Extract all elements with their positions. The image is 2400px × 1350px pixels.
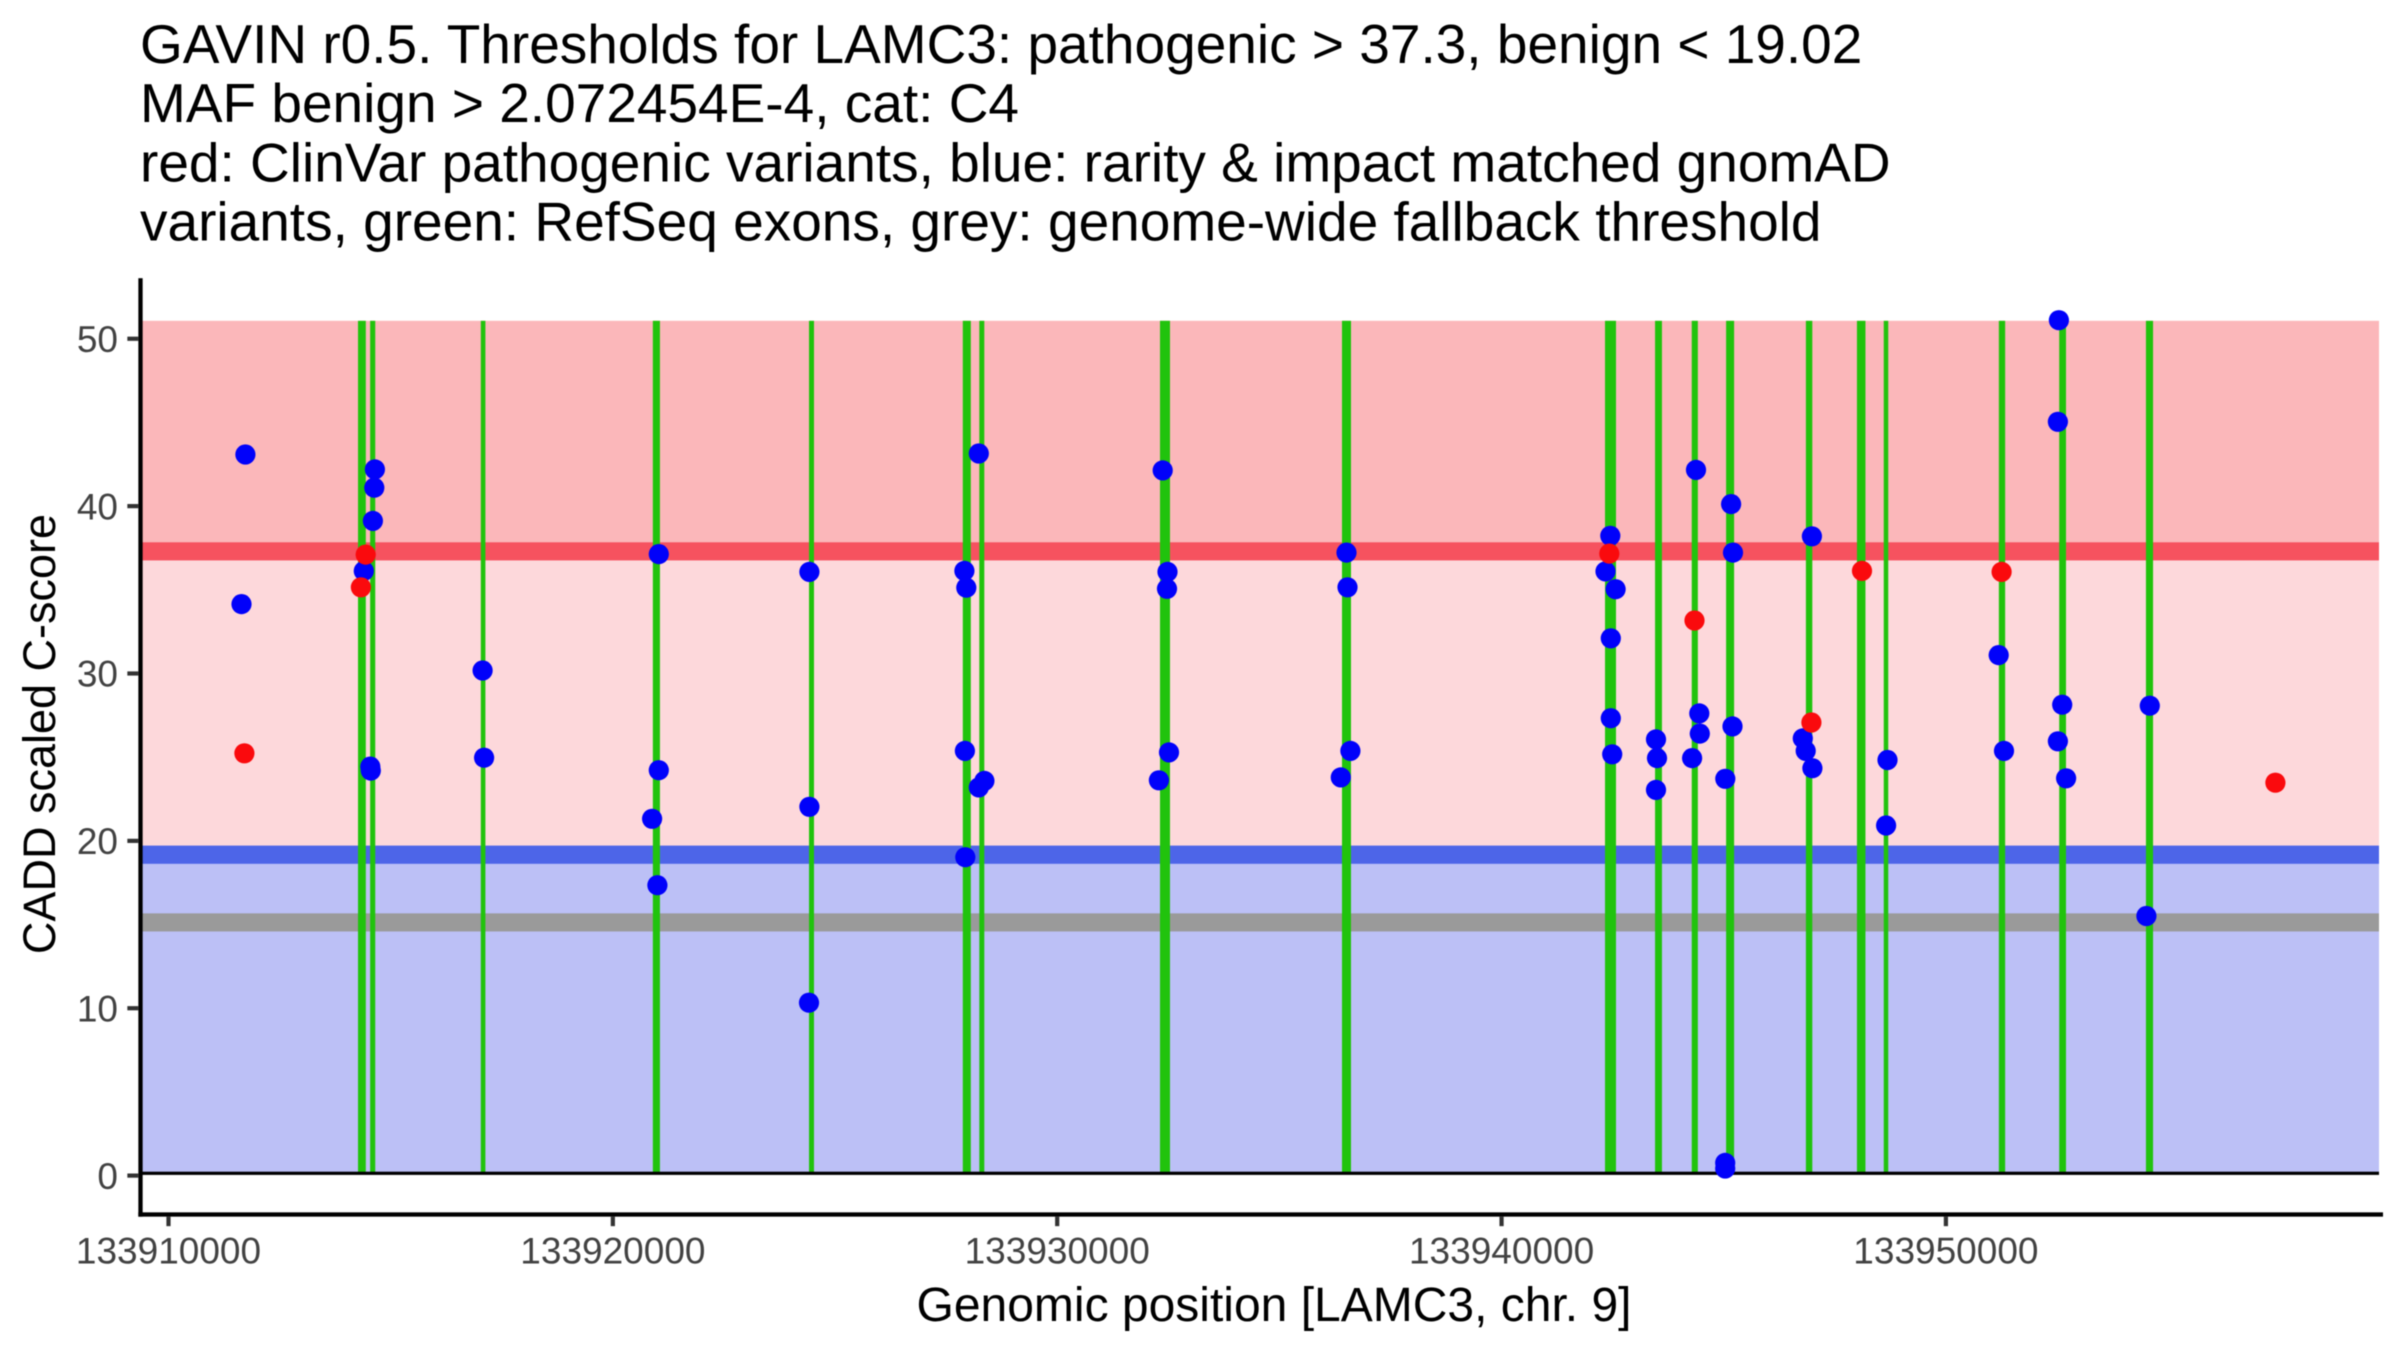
svg-text:MAF benign > 2.072454E-4, cat:: MAF benign > 2.072454E-4, cat: C4 (140, 72, 1019, 134)
svg-text:133910000: 133910000 (76, 1231, 261, 1272)
svg-text:133930000: 133930000 (965, 1231, 1150, 1272)
svg-text:0: 0 (97, 1156, 118, 1197)
svg-text:10: 10 (77, 988, 118, 1029)
svg-text:GAVIN r0.5. Thresholds for LAM: GAVIN r0.5. Thresholds for LAMC3: pathog… (140, 13, 1862, 75)
svg-text:133920000: 133920000 (520, 1231, 705, 1272)
svg-text:30: 30 (77, 654, 118, 695)
svg-text:CADD scaled C-score: CADD scaled C-score (14, 514, 65, 954)
svg-text:variants, green: RefSeq exons,: variants, green: RefSeq exons, grey: gen… (140, 191, 1821, 253)
svg-text:20: 20 (77, 821, 118, 862)
svg-text:red: ClinVar pathogenic varian: red: ClinVar pathogenic variants, blue: … (140, 131, 1891, 193)
svg-text:133940000: 133940000 (1409, 1231, 1594, 1272)
svg-text:Genomic position [LAMC3, chr.: Genomic position [LAMC3, chr. 9] (917, 1279, 1632, 1332)
svg-text:50: 50 (77, 319, 118, 360)
svg-text:40: 40 (77, 486, 118, 527)
svg-text:133950000: 133950000 (1853, 1231, 2038, 1272)
